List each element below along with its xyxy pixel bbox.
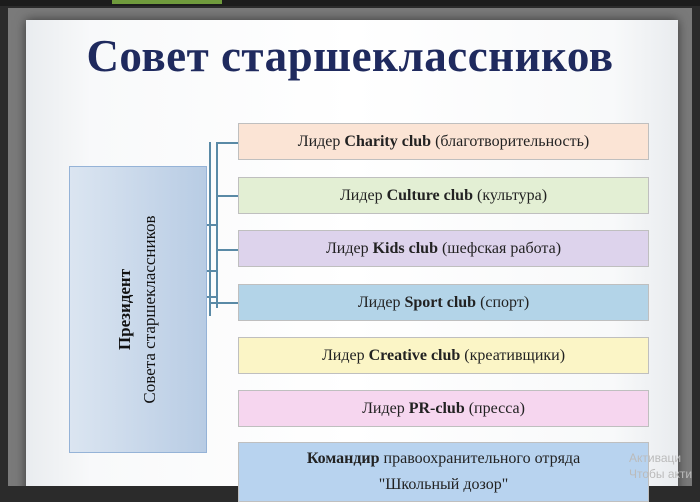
leader-box-charity: Лидер Charity club (благотворительность) — [238, 123, 649, 160]
president-label: Президент Совета старшеклассников — [69, 166, 207, 453]
leader-prefix: Лидер — [357, 293, 405, 311]
commander-line1: Командир правоохранительного отряда — [307, 446, 580, 472]
top-bar-accent — [112, 0, 222, 4]
leader-prefix: Лидер — [339, 186, 387, 204]
commander-role: Командир — [306, 450, 380, 468]
slide-title: Совет старшеклассников — [86, 31, 614, 81]
leader-prefix: Лидер — [325, 239, 373, 257]
connector-to-culture — [216, 195, 238, 197]
leader-prefix: Лидер — [321, 346, 369, 364]
connector-to-charity — [216, 142, 238, 144]
leader-prefix: Лидер — [362, 399, 409, 417]
leader-club-name: PR-club — [408, 399, 465, 417]
connector-from-president-1 — [207, 224, 218, 226]
connector-from-president-2 — [207, 270, 218, 272]
connector-to-kids — [216, 249, 238, 251]
president-box — [69, 166, 207, 453]
president-title: Президент — [115, 268, 135, 351]
leader-club-description: (креативщики) — [460, 346, 566, 364]
activation-watermark: Активаци Чтобы акти — [629, 451, 692, 482]
leader-club-name: Sport club — [404, 293, 477, 311]
leader-club-description: (благотворительность) — [431, 132, 590, 150]
commander-unit-name: "Школьный дозор" — [378, 476, 509, 493]
leader-box-pr: Лидер PR-club (пресса) — [238, 390, 649, 427]
connector-from-president-3 — [207, 296, 218, 298]
watermark-line1: Активаци — [629, 451, 682, 465]
watermark-line2: Чтобы акти — [629, 466, 693, 481]
leader-club-description: (спорт) — [476, 293, 530, 311]
president-subtitle: Совета старшеклассников — [140, 215, 159, 404]
leader-club-name: Culture club — [386, 186, 473, 204]
leader-box-culture: Лидер Culture club (культура) — [238, 177, 649, 214]
leader-box-kids: Лидер Kids club (шефская работа) — [238, 230, 649, 267]
connector-trunk — [209, 142, 211, 316]
leader-club-description: (пресса) — [464, 399, 525, 417]
leader-club-name: Kids club — [372, 239, 438, 257]
leader-box-sport: Лидер Sport club (спорт) — [238, 284, 649, 321]
connector-to-sport — [209, 302, 238, 304]
leader-club-name: Creative club — [368, 346, 461, 364]
leader-prefix: Лидер — [297, 132, 345, 150]
window-top-bar — [0, 0, 700, 6]
commander-role-desc: правоохранительного отряда — [379, 450, 581, 468]
leader-box-creative: Лидер Creative club (креативщики) — [238, 337, 649, 374]
leader-club-name: Charity club — [344, 132, 432, 150]
leader-club-description: (культура) — [472, 186, 548, 204]
commander-box: Командир правоохранительного отряда "Шко… — [238, 442, 649, 502]
leader-club-description: (шефская работа) — [437, 239, 562, 257]
